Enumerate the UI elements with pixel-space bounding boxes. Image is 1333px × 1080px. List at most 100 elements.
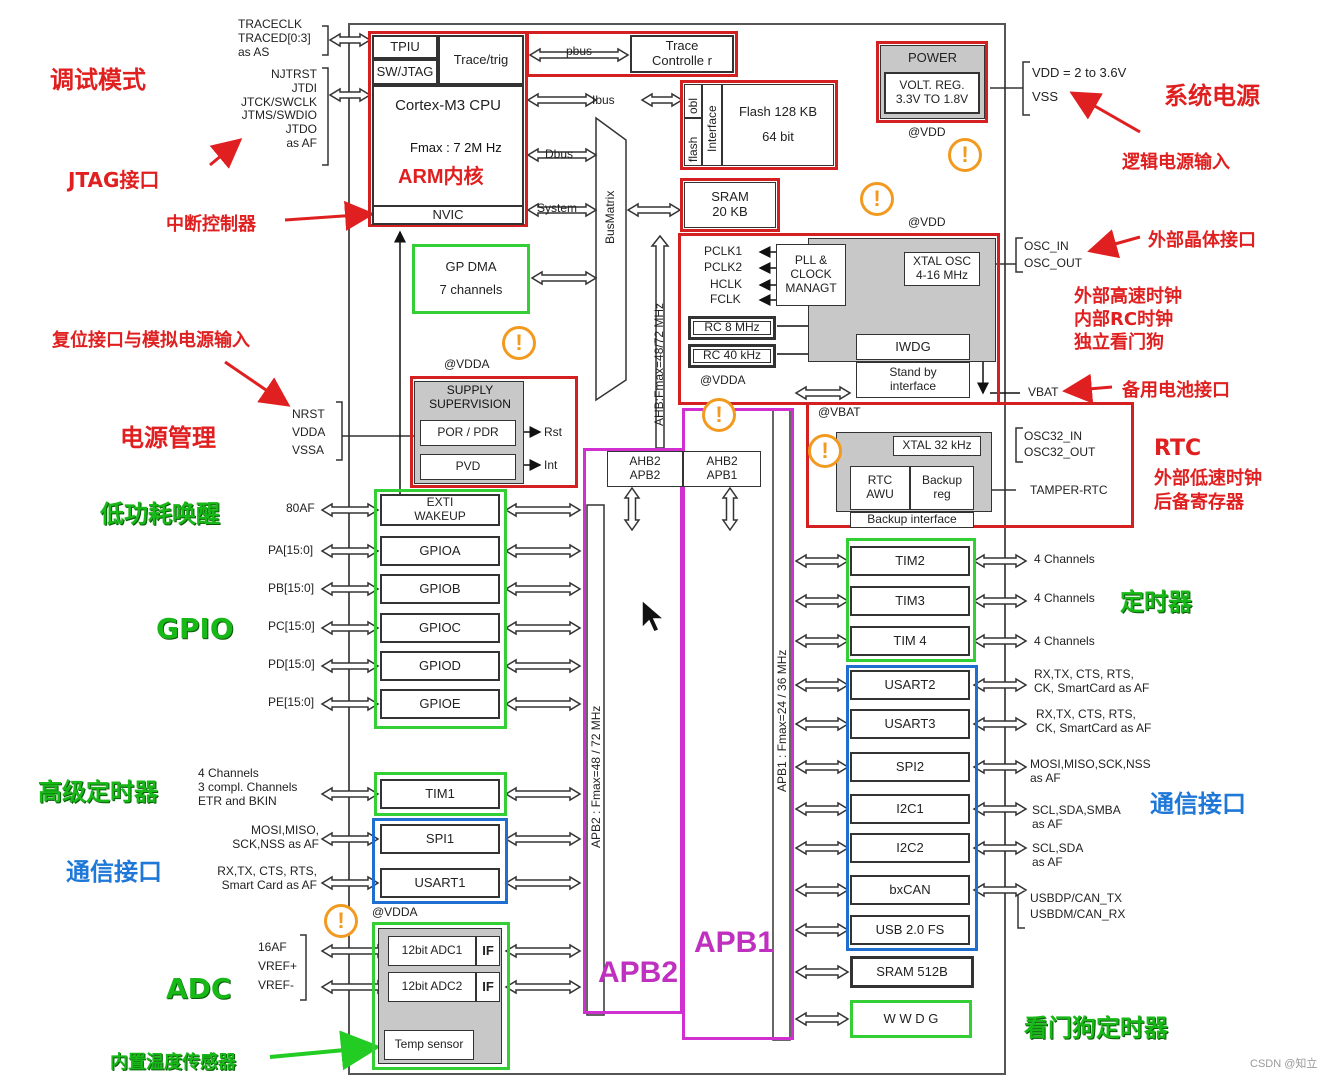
gpioa-block: GPIOA: [380, 536, 500, 566]
i2c1-pins-line1: SCL,SDA,SMBA: [1032, 803, 1121, 817]
tim1-frame: [374, 772, 507, 816]
irq-controller-label: 中断控制器: [166, 214, 256, 235]
apb1-bus-label: APB1 : Fmax=24 / 36 MHz: [775, 649, 789, 792]
hclk-label: HCLK: [710, 277, 743, 291]
adc-pins: 16AF VREF+ VREF-: [258, 938, 297, 996]
arm-core-label: ARM内核: [398, 166, 484, 188]
exti-line2: WAKEUP: [414, 509, 466, 523]
vssa-label: VSSA: [292, 443, 325, 457]
pclk2-label: PCLK2: [704, 260, 743, 274]
cortex-fmax: Fmax : 7 2M Hz: [410, 140, 502, 155]
vdda-label: VDDA: [292, 425, 326, 439]
jtms-label: JTMS/SWDIO: [241, 108, 317, 123]
trace-ctrl-line1: Trace: [665, 38, 699, 54]
tim4-block: TIM 4: [850, 626, 970, 656]
apb2-frame: [583, 448, 683, 1014]
temp-sensor-label: 内置温度传感器: [110, 1052, 236, 1073]
flash-block: Flash 128 KB 64 bit: [722, 84, 834, 166]
spi1-block: SPI1: [380, 824, 500, 854]
ahb2apb1-bridge: AHB2 APB1: [683, 451, 761, 487]
pd-label: PD[15:0]: [268, 657, 315, 671]
pll-line1: PLL &: [794, 253, 828, 268]
usart1-pins-line1: RX,TX, CTS, RTS,: [217, 864, 317, 878]
flash-width: 64 bit: [762, 129, 794, 144]
af16-label: 16AF: [258, 940, 287, 954]
pll-line3: MANAGT: [785, 280, 837, 295]
standby-line1: Stand by: [889, 365, 937, 380]
vref-minus-label: VREF-: [258, 978, 294, 993]
logic-power-label: 逻辑电源输入: [1122, 152, 1230, 173]
sys-power-label: 系统电源: [1164, 82, 1260, 110]
jtag-pins: NJTRST JTDI JTCK/SWCLK JTMS/SWDIO JTDO a…: [222, 67, 317, 151]
rc-8mhz-block: RC 8 MHz: [688, 316, 776, 340]
adc1-block: 12bit ADC1: [388, 936, 476, 966]
system-label: System: [537, 201, 578, 215]
volt-reg-line1: VOLT. REG.: [899, 78, 965, 93]
por-pdr-block: POR / PDR: [420, 420, 516, 446]
power-title-block: POWER: [907, 49, 958, 65]
flash-interface-block: [684, 118, 702, 166]
usart3-pins-line1: RX,TX, CTS, RTS,: [1036, 707, 1136, 721]
gpioc-block: GPIOC: [380, 613, 500, 643]
usart3-pins: RX,TX, CTS, RTS, CK, SmartCard as AF: [1036, 707, 1152, 736]
adc2-block: 12bit ADC2: [388, 972, 476, 1002]
tim3-channels: 4 Channels: [1034, 591, 1095, 605]
int-label: Int: [544, 458, 558, 472]
timers-label: 定时器: [1120, 588, 1192, 616]
usart2-pins-line1: RX,TX, CTS, RTS,: [1034, 667, 1134, 681]
volt-reg-line2: 3.3V TO 1.8V: [895, 92, 969, 106]
usart2-block: USART2: [850, 670, 970, 700]
backup-battery-label: 备用电池接口: [1122, 380, 1230, 401]
xtal-line2: 4-16 MHz: [915, 268, 968, 282]
wwdg-frame: [850, 1000, 972, 1038]
nvic-block: NVIC: [372, 205, 524, 225]
nrst-label: NRST: [292, 407, 325, 421]
spi1-pins: MOSI,MISO, SCK,NSS as AF: [215, 823, 319, 852]
adc-vdda-label: @VDDA: [372, 905, 418, 919]
warning-icon: !: [702, 398, 736, 432]
pb-label: PB[15:0]: [268, 581, 315, 595]
power-vdd-label: @VDD: [908, 125, 946, 139]
apb1-frame: [682, 408, 794, 1040]
bxcan-block: bxCAN: [850, 875, 970, 905]
tamper-rtc-label: TAMPER-RTC: [1030, 483, 1108, 497]
ext-crystal-label: 外部晶体接口: [1148, 230, 1256, 251]
apb1-label: APB1: [694, 926, 775, 959]
traced-label: TRACED[0:3]: [238, 30, 311, 45]
jtck-label: JTCK/SWCLK: [240, 94, 317, 109]
sram-frame: [680, 178, 780, 232]
supply-vdda-label: @VDDA: [444, 357, 490, 371]
spi2-pins-line1: MOSI,MISO,SCK,NSS: [1030, 757, 1151, 771]
warning-icon: !: [808, 434, 842, 468]
int-rc-clock-label: 内部RC时钟: [1074, 309, 1174, 330]
supply-frame: [410, 376, 578, 488]
backup-reg-note-label: 后备寄存器: [1154, 492, 1244, 513]
i2c1-pins: SCL,SDA,SMBA as AF: [1032, 803, 1121, 832]
rtc-vbat-label: @VBAT: [818, 405, 861, 419]
xtal-32khz-block: XTAL 32 kHz: [893, 436, 981, 456]
osc32-in-label: OSC32_IN: [1024, 429, 1083, 443]
i2c1-pins-line2: as AF: [1032, 816, 1063, 831]
cursor-icon: [641, 598, 667, 633]
xtal-osc-block: XTAL OSC 4-16 MHz: [904, 252, 980, 286]
usart3-pins-line2: CK, SmartCard as AF: [1036, 720, 1152, 735]
backup-reg-line1: Backup: [921, 473, 963, 488]
jtdo-label: JTDO: [285, 122, 317, 137]
comm-right-frame: [846, 665, 978, 951]
trace-frame: [526, 31, 738, 77]
backup-reg-line2: reg: [933, 487, 951, 501]
sram-block: SRAM 20 KB: [684, 182, 776, 228]
tim1-block: TIM1: [380, 779, 500, 809]
sram512-block: SRAM 512B: [850, 956, 974, 988]
vref-plus-label: VREF+: [258, 959, 298, 974]
clock-vdda-label: @VDDA: [700, 373, 746, 387]
exti-line1: EXTI: [426, 495, 454, 510]
sram-label: SRAM: [711, 189, 749, 205]
usb-can-pins-line2: USBDM/CAN_RX: [1030, 906, 1126, 921]
jtdi-label: JTDI: [291, 80, 317, 95]
wwdg-block: W W D G: [883, 1010, 939, 1026]
ahb2apb2-bridge: AHB2 APB2: [607, 451, 683, 487]
gpio-label: GPIO: [156, 612, 234, 645]
usb-fs-block: USB 2.0 FS: [850, 915, 970, 945]
